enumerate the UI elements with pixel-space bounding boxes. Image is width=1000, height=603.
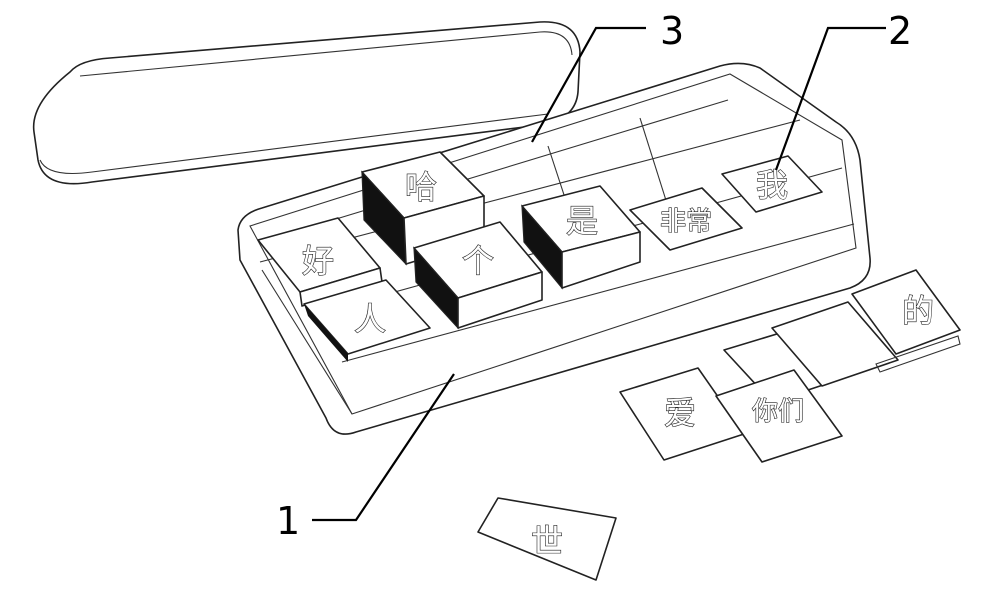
block-glyph-ha: 哈: [405, 168, 437, 206]
stencil-block-wo: 我: [721, 155, 823, 213]
stencil-card-ai: 爱: [619, 367, 745, 461]
block-glyph-wo: 我: [756, 166, 788, 204]
block-glyph-shi: 是: [566, 202, 598, 240]
callout-3: 3: [660, 9, 684, 53]
card-glyph-loose: 世: [531, 522, 563, 560]
stencil-card-nimen: 你们: [715, 369, 843, 463]
block-glyph-ge: 个: [462, 242, 494, 280]
stencil-card-de: 的: [851, 269, 961, 373]
stencil-block-ge: 个: [413, 221, 543, 330]
leader-line-3: [531, 26, 646, 143]
callout-2: 2: [888, 9, 912, 53]
stencil-card-blank-b: [771, 301, 899, 387]
stencil-block-shi: 是: [521, 185, 641, 290]
stencil-block-ren: 人: [303, 279, 431, 362]
stencil-card-loose: 世: [477, 497, 617, 581]
card-glyph-ai: 爱: [664, 394, 696, 432]
stencil-block-hao: 好: [257, 217, 383, 307]
block-glyph-hao: 好: [302, 242, 334, 280]
block-glyph-ren: 人: [354, 300, 386, 338]
block-glyph-feichang: 非常: [660, 207, 712, 237]
card-glyph-nimen: 你们: [752, 397, 804, 427]
card-glyph-de: 的: [902, 292, 934, 330]
leader-line-1: [312, 373, 455, 522]
stencil-block-feichang: 非常: [629, 187, 743, 251]
callout-1: 1: [276, 499, 300, 543]
leader-line-2: [774, 26, 886, 171]
